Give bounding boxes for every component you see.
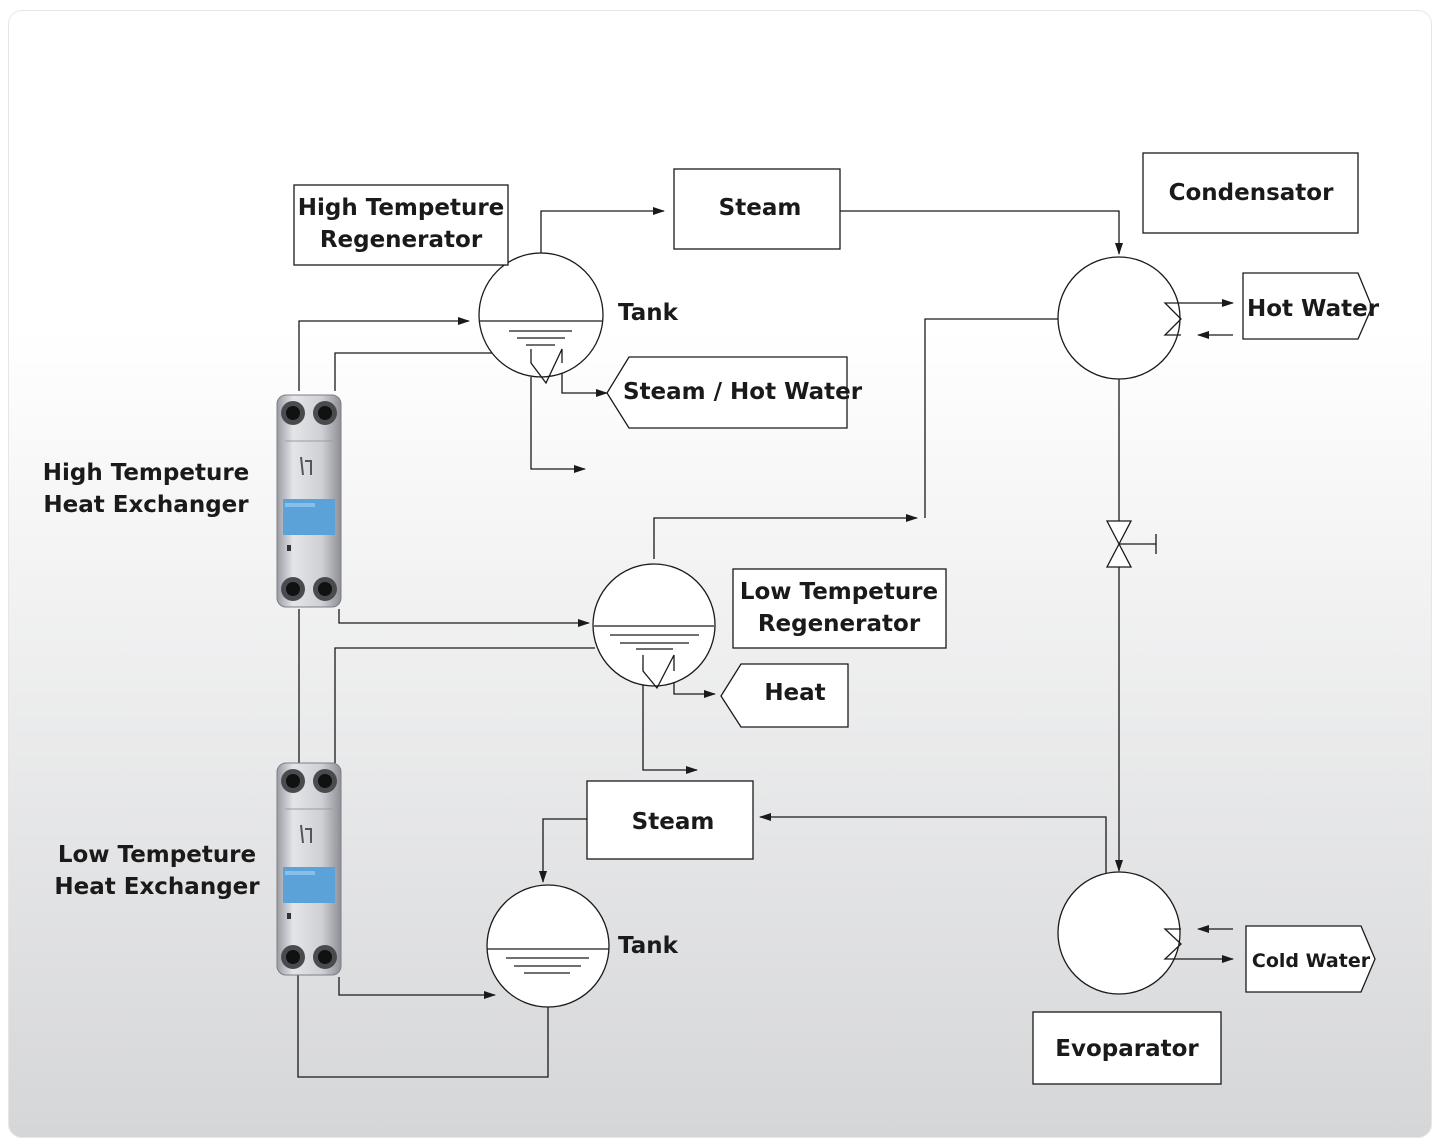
low-temperature-heat-exchanger-photo: [276, 762, 342, 976]
tank-bottom: [486, 884, 610, 1008]
coil-icon: [530, 348, 563, 385]
diagram-svg: High Tempeture Regenerator Steam Condens…: [43, 152, 1380, 1085]
steam-hot-water-label: Steam / Hot Water: [623, 379, 863, 405]
steam-bottom-label: Steam: [632, 809, 715, 835]
steam-hot-water-outlet: [606, 356, 848, 429]
tank-bottom-label: Tank: [618, 933, 679, 959]
coil-icon: [1163, 928, 1182, 960]
evoparator-label: Evoparator: [1055, 1036, 1199, 1062]
hot-water-outlet: [1242, 272, 1373, 340]
tank-top-label: Tank: [618, 300, 679, 326]
low-heat-exchanger-label-line2: Heat Exchanger: [54, 874, 260, 900]
high-temperature-heat-exchanger-photo: [276, 394, 342, 608]
high-heat-exchanger-label-line2: Heat Exchanger: [43, 492, 249, 518]
cold-water-outlet: [1245, 925, 1376, 993]
expansion-valve-icon: [1105, 520, 1157, 568]
low-regenerator-label-line2: Regenerator: [758, 611, 921, 637]
evaporator-vessel: [1057, 871, 1182, 995]
low-regenerator-tank: [592, 563, 716, 690]
tank-top: [478, 252, 604, 385]
high-regenerator-label: High Tempeture: [298, 195, 505, 221]
steam-top-label: Steam: [719, 195, 802, 221]
heat-outlet: [720, 663, 849, 728]
condensator-vessel: [1057, 256, 1182, 380]
coil-icon: [642, 654, 675, 690]
heat-label: Heat: [764, 680, 825, 706]
high-heat-exchanger-label: High Tempeture: [43, 460, 250, 486]
flow-lines: [297, 207, 1234, 1078]
cold-water-label: Cold Water: [1252, 950, 1371, 972]
low-heat-exchanger-label: Low Tempeture: [58, 842, 256, 868]
high-regenerator-label-line2: Regenerator: [320, 227, 483, 253]
hot-water-label: Hot Water: [1247, 296, 1380, 322]
low-regenerator-label: Low Tempeture: [740, 579, 938, 605]
condensator-label: Condensator: [1169, 180, 1334, 206]
coil-icon: [1163, 302, 1182, 336]
label-boxes: [293, 152, 1376, 1085]
text-labels: High Tempeture Regenerator Steam Condens…: [43, 180, 1380, 1062]
diagram-canvas: High Tempeture Regenerator Steam Condens…: [8, 10, 1432, 1138]
